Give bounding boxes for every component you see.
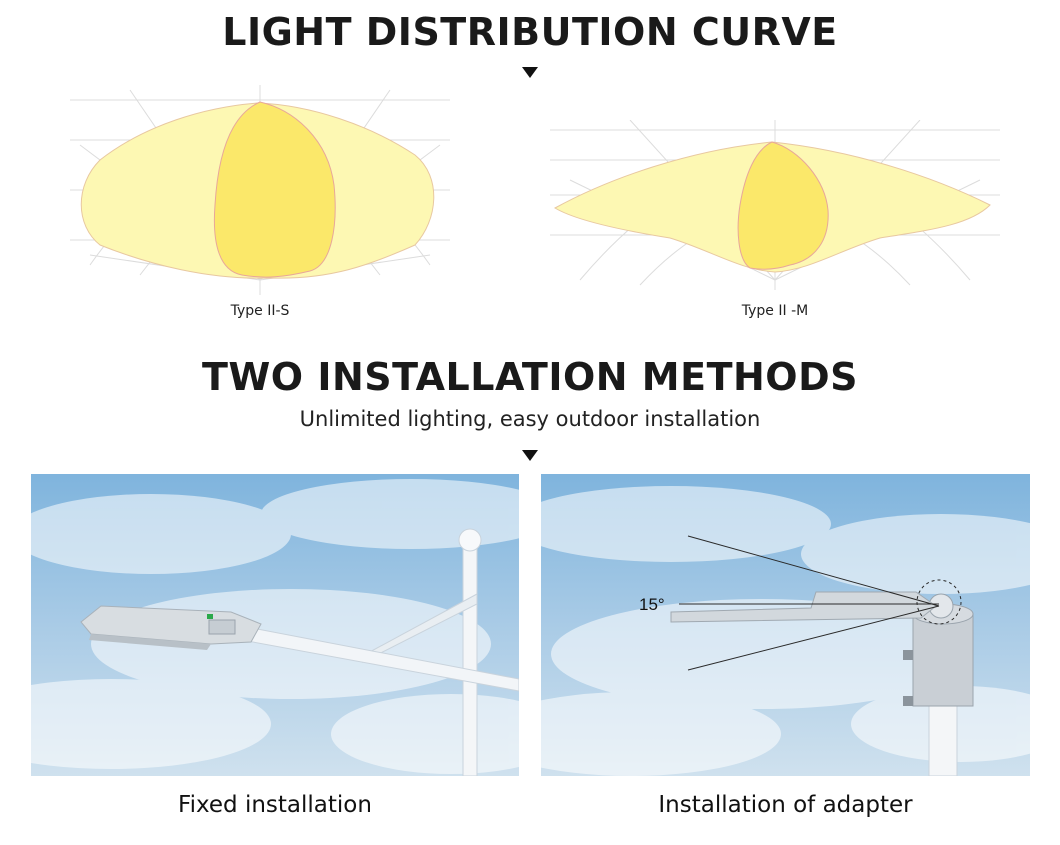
down-arrow-icon [522,67,538,78]
light-distribution-title: LIGHT DISTRIBUTION CURVE [222,10,838,54]
curve-label-type-ii-m: Type II -M [741,303,809,319]
fixed-installation-image [31,474,519,776]
down-arrow-icon [522,450,538,461]
street-light-fixture [80,605,262,650]
installation-methods-title: TWO INSTALLATION METHODS [201,355,859,399]
adapter-installation-image: 15° [541,474,1030,776]
angle-indicator-lines [679,535,962,671]
method-label-adapter: Installation of adapter [658,792,913,818]
inner-distribution-area [213,101,336,278]
adapter-pole [903,593,974,776]
distribution-curve-type-ii-s [70,85,450,295]
inner-distribution-area [737,141,829,270]
angle-label: 15° [639,595,665,614]
method-label-fixed: Fixed installation [178,792,372,818]
clouds [541,486,1030,776]
installation-subtitle: Unlimited lighting, easy outdoor install… [299,407,761,431]
distribution-curve-type-ii-m [550,120,1000,290]
curve-label-type-ii-s: Type II-S [230,303,290,319]
adapter-light-fixture [670,591,937,623]
street-light-pole [230,528,519,776]
